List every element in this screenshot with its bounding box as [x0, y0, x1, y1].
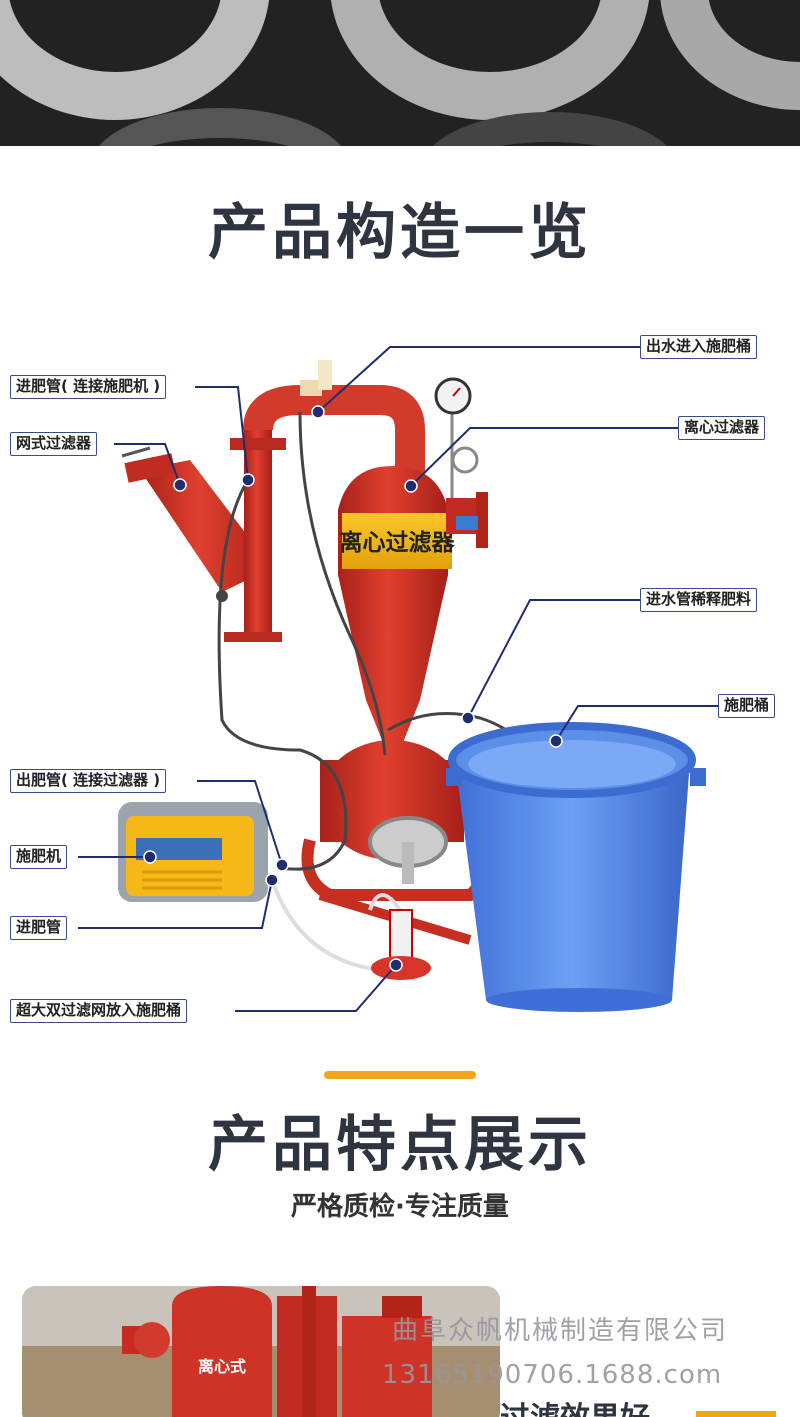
- product-photo: 离心式: [22, 1286, 500, 1417]
- label-fert-bucket: 施肥桶: [718, 694, 776, 718]
- feature-label: 过滤效果好: [500, 1393, 650, 1417]
- tank-sign-text: 离心过滤器: [340, 529, 456, 556]
- photo-sign-text: 离心式: [198, 1357, 246, 1376]
- section-title-structure: 产品构造一览: [208, 198, 592, 268]
- label-fert-outlet-pipe: 出肥管( 连接过滤器 ): [10, 769, 167, 793]
- label-inlet-dilute: 进水管稀释肥料: [640, 588, 758, 612]
- section-title-features: 产品特点展示: [208, 1110, 592, 1180]
- section-divider-bar: [324, 1071, 476, 1079]
- feature-accent-bar: [696, 1411, 776, 1417]
- label-fert-in: 进肥管: [10, 916, 68, 940]
- label-fert-inlet-pipe: 进肥管( 连接施肥机 ): [10, 375, 167, 399]
- label-double-filter: 超大双过滤网放入施肥桶: [10, 999, 188, 1023]
- mesh-filter-body: [121, 446, 272, 602]
- label-mesh-filter: 网式过滤器: [10, 432, 98, 456]
- label-outlet-water: 出水进入施肥桶: [640, 335, 758, 359]
- label-fertilizer-machine: 施肥机: [10, 845, 68, 869]
- diagram-illustration: 离心过滤器: [78, 346, 718, 1012]
- label-centrifugal-filter: 离心过滤器: [678, 416, 766, 440]
- watermark-company: 曲阜众帆机械制造有限公司: [392, 1316, 729, 1346]
- top-banner-image: [0, 0, 800, 146]
- section-subtitle: 严格质检·专注质量: [291, 1192, 509, 1222]
- product-structure-diagram: 离心过滤器: [0, 320, 800, 1040]
- watermark-phone: 13165190706.1688.com: [382, 1360, 723, 1390]
